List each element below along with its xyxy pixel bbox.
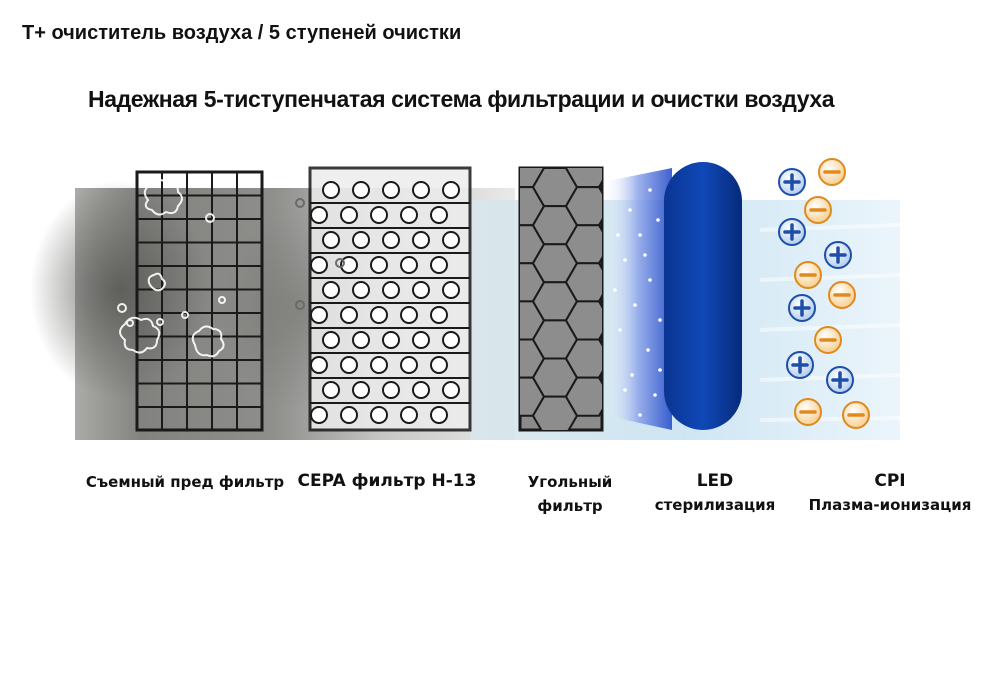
minus-ion-icon xyxy=(814,326,842,354)
page-subtitle: Надежная 5-тиступенчатая система фильтра… xyxy=(88,86,835,112)
minus-ion-icon xyxy=(794,398,822,426)
ion-particles-icon xyxy=(778,158,870,429)
minus-ion-icon xyxy=(842,401,870,429)
plus-ion-icon xyxy=(788,294,816,322)
stage-label-led: LED стерилизация xyxy=(640,469,790,517)
plus-ion-icon xyxy=(778,168,806,196)
carbon-label-line1: Угольный xyxy=(527,473,613,491)
pre-filter-grid-icon xyxy=(117,170,264,432)
minus-ion-icon xyxy=(804,196,832,224)
cpi-label-line2: Плазма-ионизация xyxy=(808,496,972,514)
cepa-filter-label: CEPA фильтр H-13 xyxy=(297,471,477,491)
plus-ion-icon xyxy=(826,366,854,394)
filtration-diagram xyxy=(30,158,901,440)
smoke-cloud xyxy=(30,180,210,400)
cpi-label-line1: CPI xyxy=(874,471,906,491)
minus-ion-icon xyxy=(818,158,846,186)
pre-filter-label: Съемный пред фильтр xyxy=(85,473,285,491)
stage-label-carbon: Угольный фильтр xyxy=(510,470,630,518)
stage-label-cepa: CEPA фильтр H-13 xyxy=(292,469,482,493)
carbon-label-line2: фильтр xyxy=(537,497,603,515)
minus-ion-icon xyxy=(828,281,856,309)
led-label-line2: стерилизация xyxy=(654,496,776,514)
carbon-filter-hexagon-icon xyxy=(518,166,604,432)
plus-ion-icon xyxy=(824,241,852,269)
plus-ion-icon xyxy=(778,218,806,246)
stage-label-cpi: CPI Плазма-ионизация xyxy=(800,469,980,517)
led-lamp-icon xyxy=(603,162,742,430)
cepa-filter-icon xyxy=(295,166,472,432)
stage-label-pre-filter: Съемный пред фильтр xyxy=(75,470,295,494)
led-label-line1: LED xyxy=(696,471,734,491)
page-title: T+ очиститель воздуха / 5 ступеней очист… xyxy=(22,22,462,44)
plus-ion-icon xyxy=(786,351,814,379)
minus-ion-icon xyxy=(794,261,822,289)
